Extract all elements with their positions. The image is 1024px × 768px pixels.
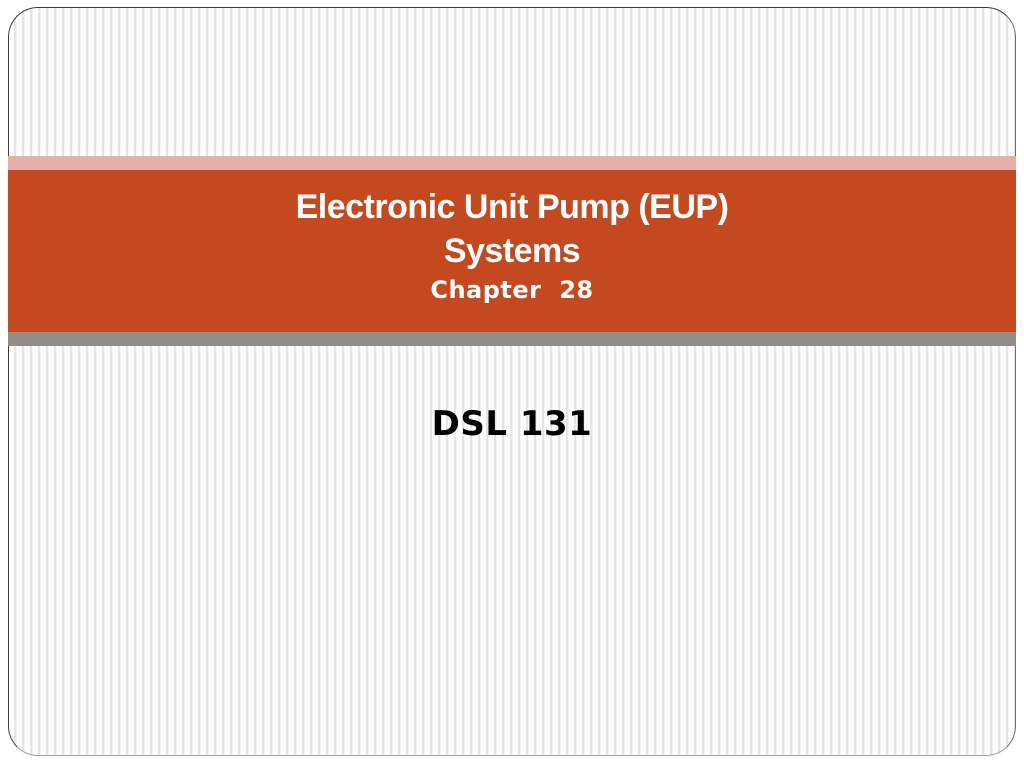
course-code-label: DSL 131 [431, 404, 593, 444]
slide-title-line1: Electronic Unit Pump (EUP) [295, 188, 729, 226]
chapter-label: Chapter 28 [430, 276, 594, 304]
gray-accent-band [8, 332, 1016, 346]
pink-accent-band [8, 156, 1016, 170]
slide-title: Electronic Unit Pump (EUP) Systems [8, 170, 1016, 273]
title-banner: Electronic Unit Pump (EUP) Systems Chapt… [8, 170, 1016, 332]
slide-title-line2: Systems [443, 232, 581, 270]
slide-frame: Electronic Unit Pump (EUP) Systems Chapt… [8, 7, 1016, 756]
